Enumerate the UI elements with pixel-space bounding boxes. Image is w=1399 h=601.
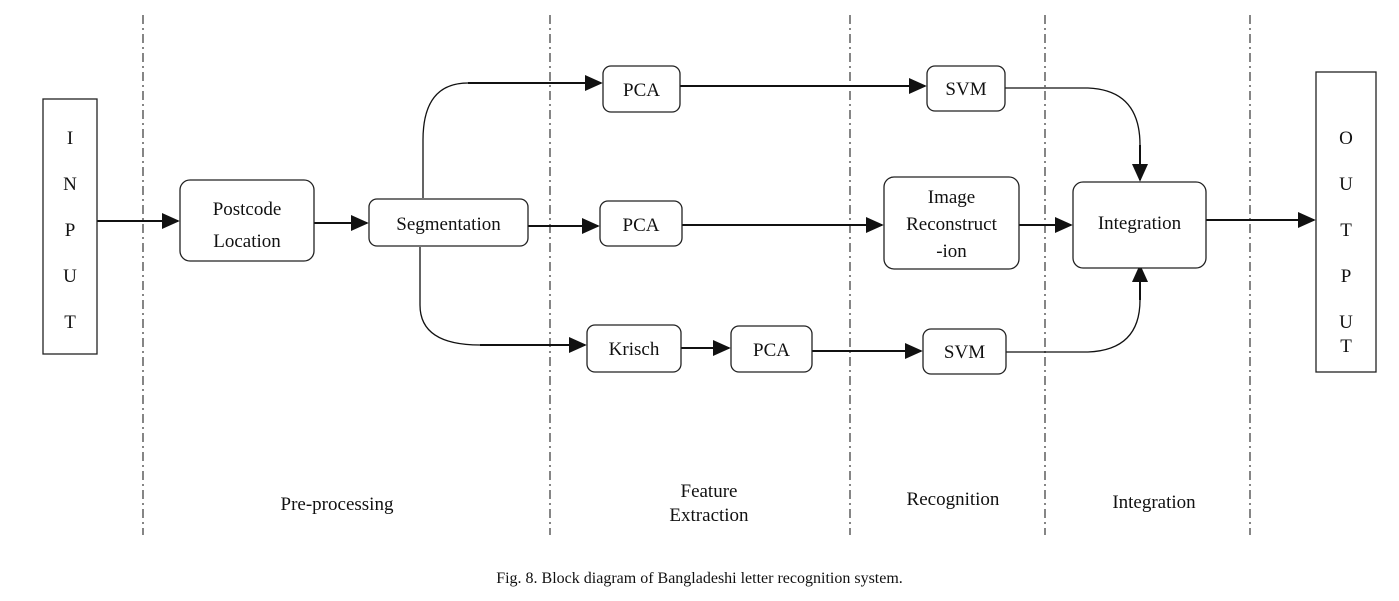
image-recon-line2: Reconstruct (906, 214, 997, 235)
stage-recognition: Recognition (907, 489, 1000, 510)
stage-integration: Integration (1112, 492, 1196, 513)
branch-bottom (419, 247, 481, 346)
pca-mid-label: PCA (623, 215, 660, 236)
stage-separators (142, 15, 1251, 535)
input-box (42, 98, 98, 355)
svm-bot-node: SVM (922, 328, 1007, 375)
svm-top-node: SVM (926, 65, 1006, 112)
output-box (1315, 71, 1377, 373)
output-letter: T (1340, 220, 1352, 241)
image-recon-line1: Image (928, 187, 975, 208)
curve-svm-top-integration (1005, 87, 1141, 146)
krisch-node: Krisch (586, 324, 682, 373)
segmentation-box (368, 198, 529, 247)
integration-label: Integration (1098, 213, 1182, 234)
stage-preprocessing: Pre-processing (281, 494, 394, 515)
output-letter: U (1339, 312, 1353, 333)
postcode-box (179, 179, 315, 262)
pca-mid-box (599, 200, 683, 247)
segmentation-node: Segmentation (368, 198, 529, 247)
postcode-line2: Location (213, 231, 281, 252)
input-letter: N (63, 174, 77, 195)
image-recon-box (883, 176, 1020, 270)
pca-bot-label: PCA (753, 340, 790, 361)
pca-mid-node: PCA (599, 200, 683, 247)
krisch-box (586, 324, 682, 373)
input-letter: I (67, 128, 73, 149)
output-letter: P (1341, 266, 1352, 287)
output-letter: O (1339, 128, 1353, 149)
pca-top-box (602, 65, 681, 113)
input-letter: U (63, 266, 77, 287)
integration-node: Integration (1072, 181, 1207, 269)
krisch-label: Krisch (609, 339, 660, 360)
svm-bot-label: SVM (944, 342, 985, 363)
input-letter: P (65, 220, 76, 241)
segmentation-label: Segmentation (396, 214, 501, 235)
output-letter: T (1340, 336, 1352, 357)
stage-feature-line2: Extraction (669, 505, 749, 526)
stage-feature-line1: Feature (681, 481, 738, 502)
svm-top-label: SVM (945, 79, 986, 100)
input-node: I N P U T (42, 98, 98, 355)
integration-box (1072, 181, 1207, 269)
output-letter: U (1339, 174, 1353, 195)
svm-bot-box (922, 328, 1007, 375)
branch-top (422, 82, 469, 198)
image-recon-line3: -ion (936, 241, 967, 262)
output-node: O U T P U T (1315, 71, 1377, 373)
pca-top-node: PCA (602, 65, 681, 113)
postcode-location-node: Postcode Location (179, 179, 315, 262)
figure-caption: Fig. 8. Block diagram of Bangladeshi let… (496, 570, 903, 587)
pca-bot-node: PCA (730, 325, 813, 373)
input-letter: T (64, 312, 76, 333)
postcode-line1: Postcode (213, 199, 282, 220)
stage-labels: Pre-processing Feature Extraction Recogn… (281, 481, 1197, 526)
pca-top-label: PCA (623, 80, 660, 101)
curve-svm-bot-integration (1006, 299, 1141, 353)
pca-bot-box (730, 325, 813, 373)
svm-top-box (926, 65, 1006, 112)
image-reconstruction-node: Image Reconstruct -ion (883, 176, 1020, 270)
connectors (97, 74, 1316, 360)
